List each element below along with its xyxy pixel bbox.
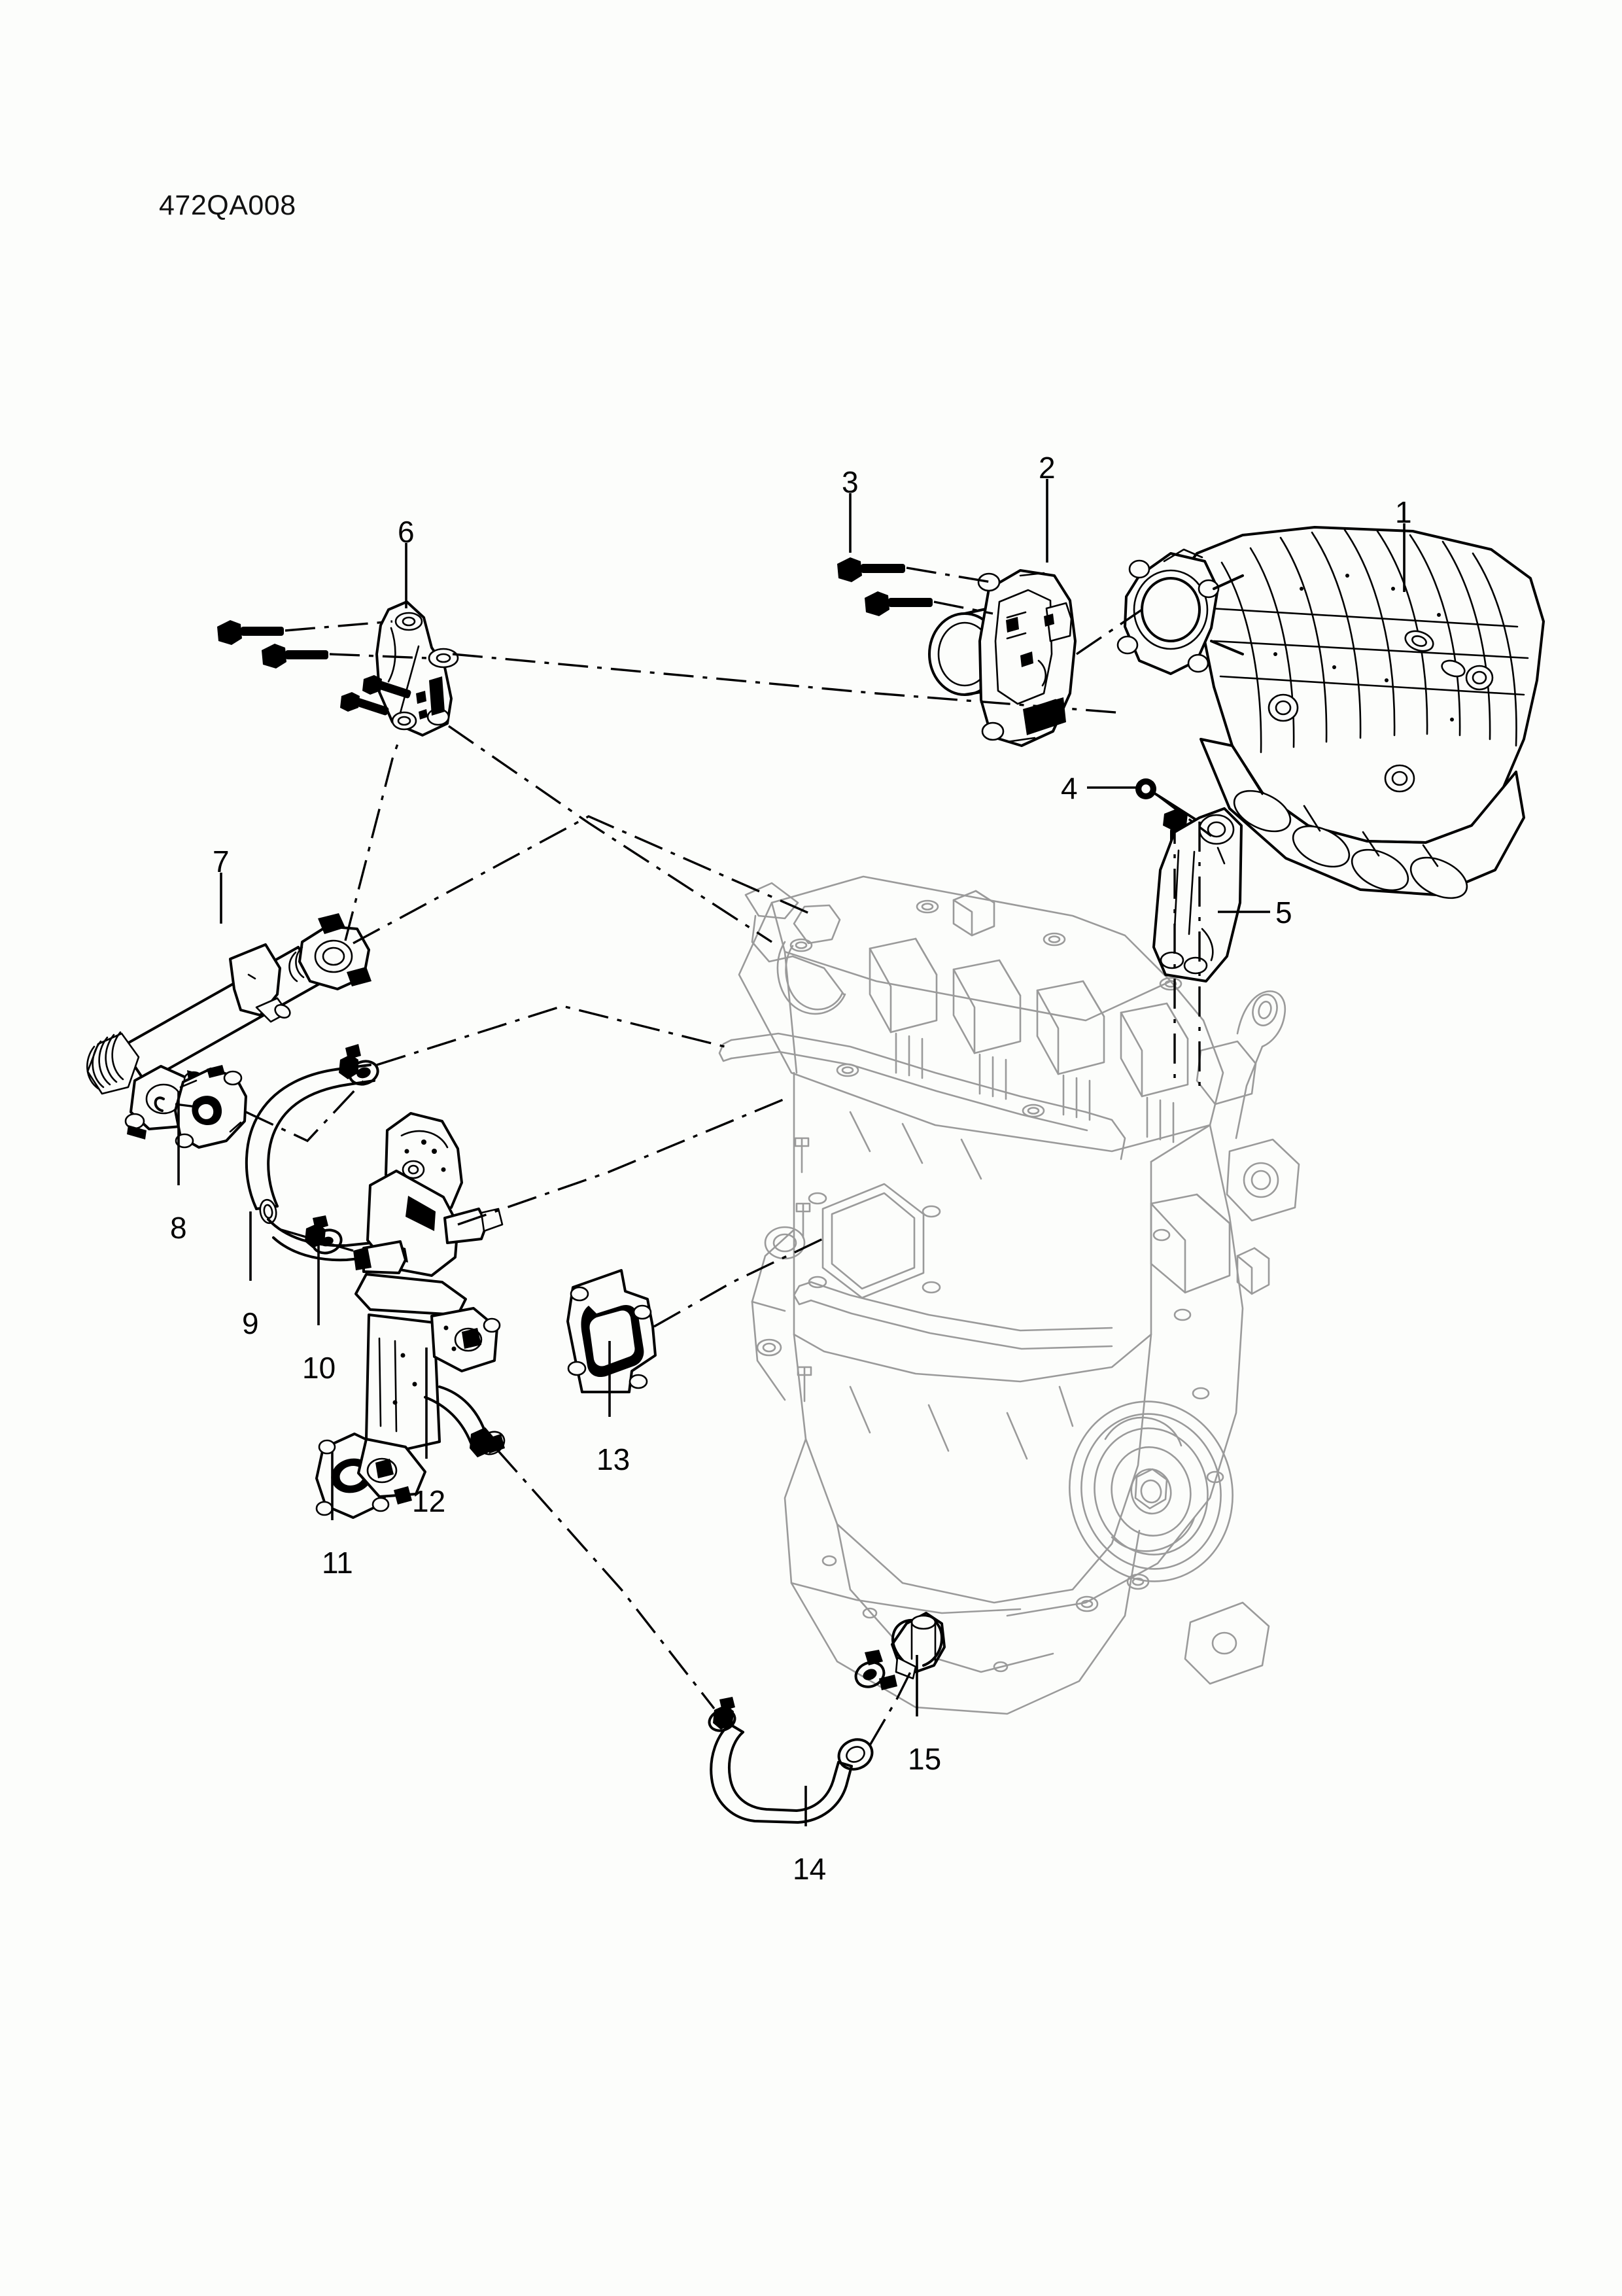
callout-label-egr-cooler-gasket: 11 bbox=[322, 1546, 353, 1580]
callout-label-coolant-pipe-connector: 15 bbox=[908, 1742, 942, 1776]
callout-label-throttle-body: 2 bbox=[1039, 451, 1056, 485]
diagram-title: 472QA008 bbox=[159, 190, 296, 221]
part-egr-cooler bbox=[353, 1112, 504, 1505]
part-throttle-body bbox=[928, 569, 1077, 747]
part-intake-manifold bbox=[1116, 526, 1545, 899]
callout-label-egr-cooler-flange-gasket: 13 bbox=[596, 1442, 630, 1476]
part-flange-gasket bbox=[566, 1269, 657, 1393]
callout-label-egr-pipe-gasket: 8 bbox=[170, 1211, 187, 1245]
part-support-bracket bbox=[1152, 807, 1243, 1086]
callout-label-egr-pipe-bracket: 6 bbox=[398, 515, 415, 549]
callout-label-hose-clamp: 10 bbox=[302, 1351, 336, 1385]
callout-label-throttle-body-bolt: 3 bbox=[842, 465, 859, 499]
part-coolant-pipe-connector bbox=[891, 1612, 946, 1680]
callout-label-coolant-hose-upper: 9 bbox=[242, 1306, 259, 1340]
callout-label-intake-manifold: 1 bbox=[1395, 495, 1412, 529]
part-egr-pipe-gasket bbox=[174, 1065, 247, 1149]
callout-label-egr-transfer-pipe: 7 bbox=[213, 844, 230, 878]
part-hose-clamp bbox=[305, 1044, 897, 1732]
callout-label-egr-cooler: 12 bbox=[412, 1484, 446, 1518]
callout-label-manifold-support-bracket: 5 bbox=[1275, 896, 1292, 930]
part-lower-coolant-hose bbox=[710, 1723, 874, 1824]
part-egr-transfer-pipe bbox=[86, 913, 371, 1139]
callout-label-bracket-bolt: 4 bbox=[1061, 771, 1078, 805]
callout-label-coolant-hose-lower: 14 bbox=[793, 1852, 827, 1886]
part-throttle-body-bolt bbox=[837, 557, 933, 616]
